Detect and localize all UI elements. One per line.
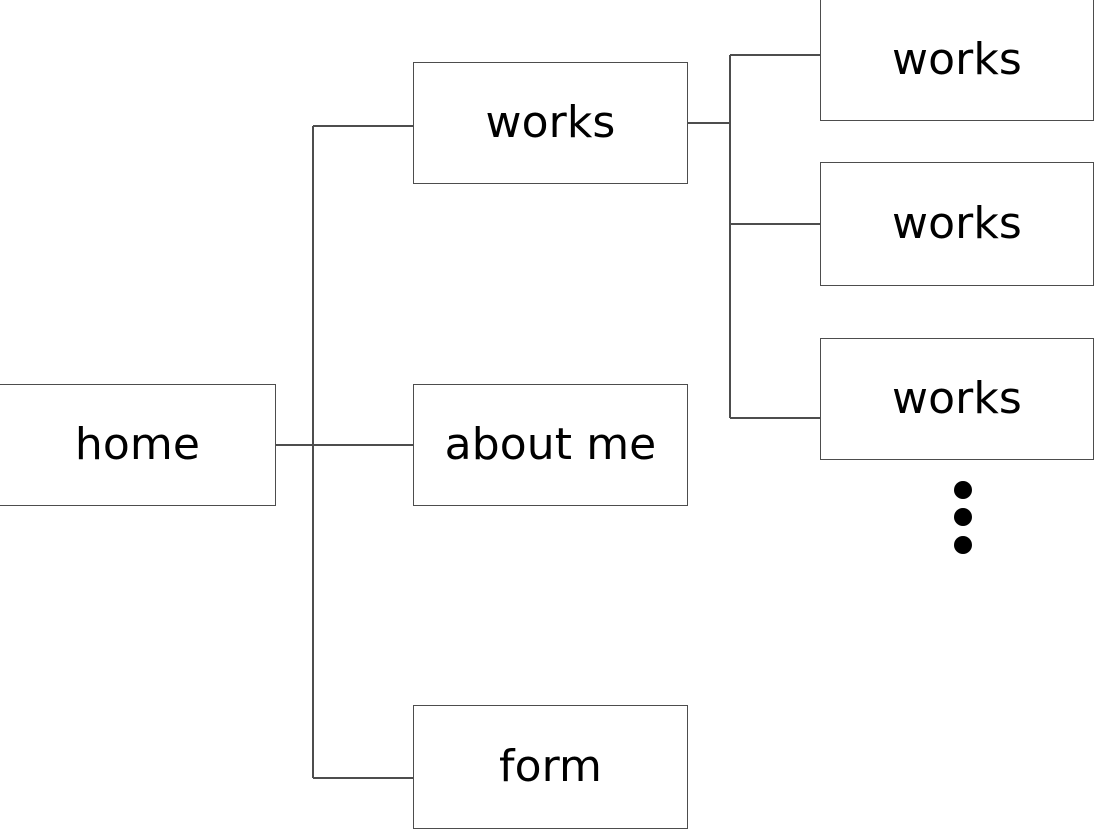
node-form[interactable]: form	[413, 705, 688, 829]
node-home-label: home	[74, 419, 201, 470]
vertical-ellipsis-icon	[954, 481, 974, 555]
ellipsis-dot-1	[954, 481, 972, 499]
node-works-label: works	[485, 97, 616, 148]
node-works-child-2-label: works	[892, 198, 1022, 249]
node-form-label: form	[499, 741, 602, 792]
node-works-child-1[interactable]: works	[820, 0, 1094, 121]
node-works-child-3-label: works	[892, 373, 1022, 424]
node-works-child-1-label: works	[892, 33, 1022, 85]
node-home[interactable]: home	[0, 384, 276, 506]
ellipsis-dot-3	[954, 536, 972, 554]
node-works-child-3[interactable]: works	[820, 338, 1094, 460]
node-works-child-2[interactable]: works	[820, 162, 1094, 286]
node-about-me[interactable]: about me	[413, 384, 688, 506]
node-works[interactable]: works	[413, 62, 688, 184]
ellipsis-dot-2	[954, 508, 972, 526]
node-about-me-label: about me	[444, 419, 657, 470]
